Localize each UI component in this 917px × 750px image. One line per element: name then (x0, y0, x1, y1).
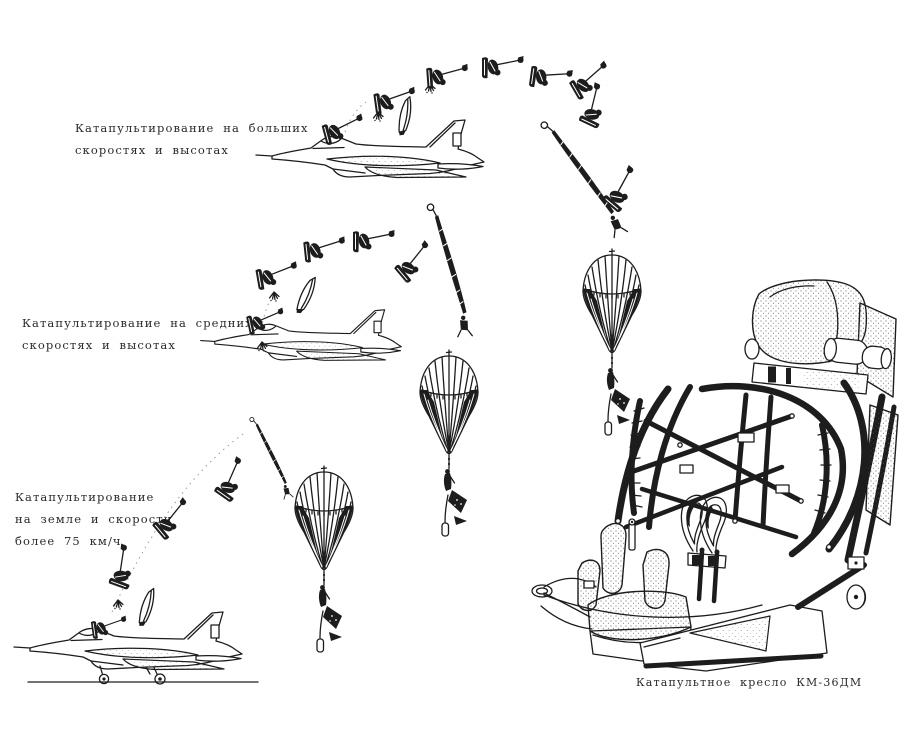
ejection-ground-label: Катапультирование на земле и скорости бо… (15, 486, 173, 552)
label-line: более 75 км/ч (15, 534, 122, 548)
ejected-seat-icon (254, 260, 301, 292)
jettisoned-canopy-icon (395, 94, 415, 138)
label-line: Катапультирование (15, 490, 155, 504)
km36dm-seat-illustration (531, 279, 899, 672)
label-line: скоростях и высотах (75, 143, 229, 157)
drogue-streamer-icon (426, 200, 473, 341)
ejected-seat-icon (302, 235, 348, 264)
sequence-ground (13, 412, 354, 685)
jettisoned-canopy-icon (292, 274, 320, 317)
label-line: Катапультирование на больших (75, 121, 309, 135)
rocket-burst-icon (112, 599, 124, 611)
label-line: Катапультирование на средних (22, 316, 253, 330)
ejected-seat-icon (106, 542, 143, 591)
ejection-high-label: Катапультирование на больших скоростях и… (75, 117, 309, 161)
ejected-seat-icon (352, 229, 396, 253)
ejected-seat-icon (150, 496, 198, 542)
drogue-streamer-icon (248, 412, 294, 503)
label-line: скоростях и высотах (22, 338, 176, 352)
ejected-seat-icon (528, 63, 574, 93)
drogue-streamer-icon (539, 110, 629, 245)
aircraft-ground-icon (13, 611, 243, 671)
label-line: на земле и скорости (15, 512, 173, 526)
trajectory-dots (111, 431, 247, 613)
aircraft-high-icon (255, 119, 485, 179)
rocket-burst-icon (268, 291, 280, 303)
aircraft-medium-icon (200, 309, 402, 361)
parachute-pilot-icon (419, 349, 479, 537)
ejected-seat-icon (425, 63, 470, 90)
jettisoned-canopy-icon (135, 586, 159, 629)
ejection-medium-label: Катапультирование на средних скоростях и… (22, 312, 253, 356)
seat-caption: Катапультное кресло КМ-36ДМ (636, 676, 863, 689)
ejected-seat-icon (211, 455, 256, 504)
trajectory-dots (344, 101, 367, 133)
ejected-seat-icon (392, 239, 440, 285)
parachute-pilot-icon (582, 248, 642, 436)
parachute-pilot-icon (294, 465, 354, 653)
ejected-seat-icon (481, 55, 525, 79)
ejected-seat-icon (567, 59, 616, 102)
